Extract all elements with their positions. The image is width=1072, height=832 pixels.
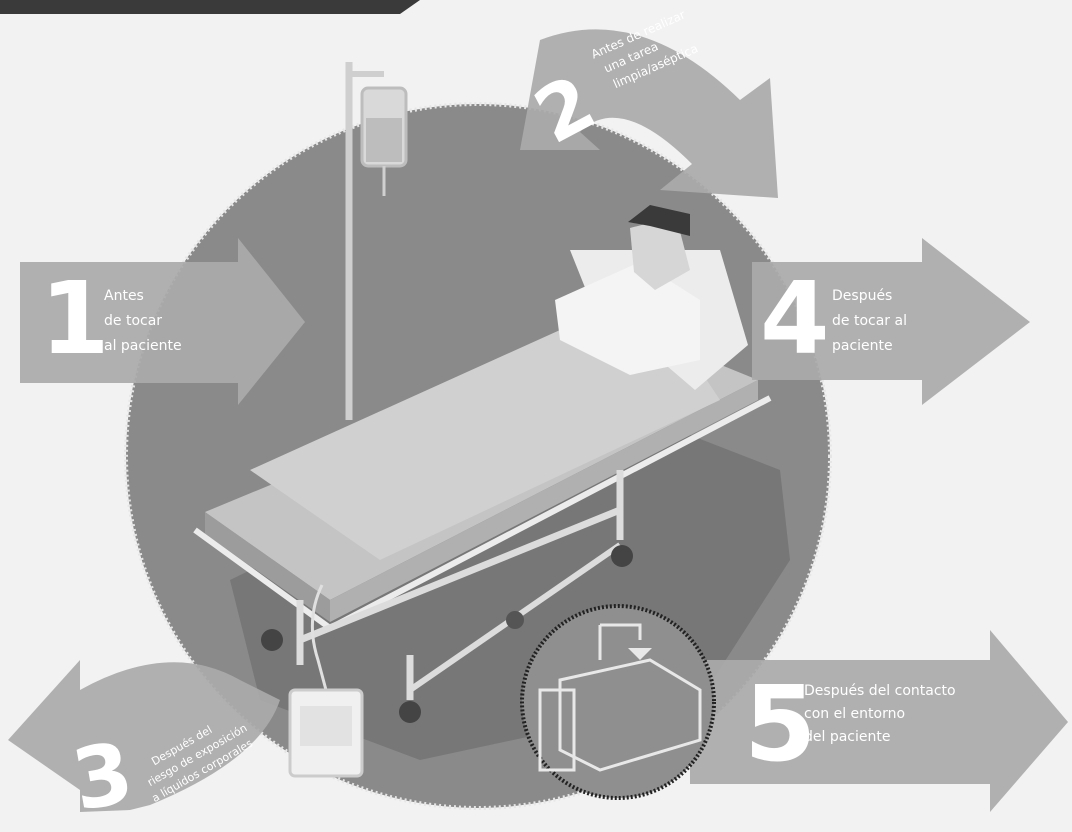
patient-surroundings-inset	[522, 606, 714, 798]
moment-1-line-1: Antes	[104, 288, 144, 304]
moment-5-line-2: con el entorno	[804, 706, 905, 722]
moment-4-number: 4	[760, 260, 830, 377]
moment-4-line-1: Después	[832, 288, 892, 304]
moment-3-arrow: 3 Después del riesgo de exposición a líq…	[8, 660, 280, 830]
moment-1-line-2: de tocar	[104, 313, 162, 329]
moment-5-line-3: del paciente	[804, 729, 890, 745]
moment-1-number: 1	[40, 260, 110, 377]
moment-1-line-3: al paciente	[104, 338, 182, 354]
moment-4-line-2: de tocar al	[832, 313, 907, 329]
moment-5-line-1: Después del contacto	[804, 683, 956, 699]
moment-4-line-3: paciente	[832, 338, 893, 354]
moment-4-arrow: 4 Después de tocar al paciente	[752, 238, 1030, 405]
moment-5-number: 5	[744, 663, 816, 785]
header-banner	[0, 0, 420, 14]
